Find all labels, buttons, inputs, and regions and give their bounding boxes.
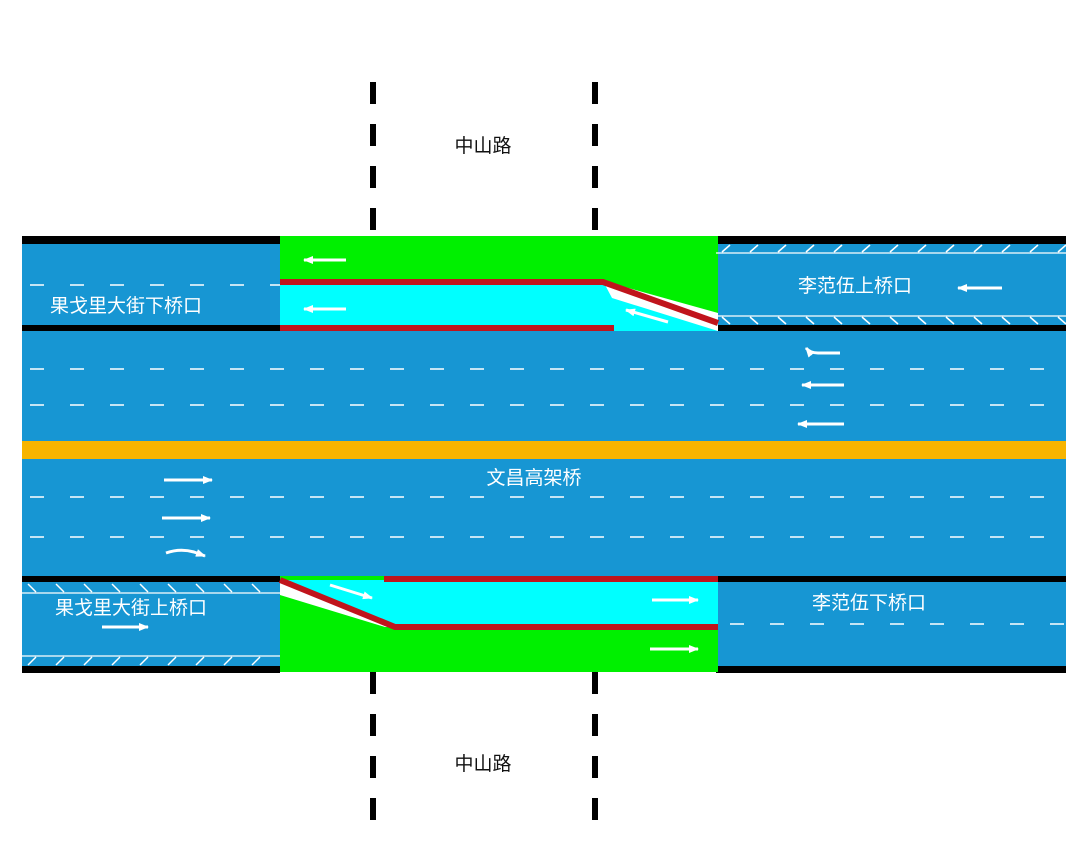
central-median [22, 441, 1066, 459]
hatch-line [1001, 244, 1011, 253]
hatch-line [55, 656, 65, 666]
hatch-line [1057, 316, 1067, 325]
south-ramp-zone [278, 576, 718, 672]
hatch-line [223, 656, 233, 666]
north-road-label: 中山路 [454, 135, 511, 157]
hatch-line [27, 656, 37, 666]
nw-ramp-label: 果戈里大街下桥口 [50, 295, 202, 317]
hatch-line [973, 316, 983, 325]
hatch-line [251, 583, 261, 593]
hatch-line [945, 316, 955, 325]
hatch-line [777, 244, 787, 253]
hatch-line [1001, 316, 1011, 325]
lane-markings [30, 284, 1066, 625]
se-ramp-label: 李范伍下桥口 [812, 592, 926, 614]
hatch-line [167, 656, 177, 666]
hatch-line [749, 244, 759, 253]
arrow-left-icon [625, 308, 669, 324]
south-red-curb-lower [278, 577, 718, 630]
hatch-line [27, 583, 37, 593]
sw-ramp-divider [22, 576, 280, 582]
ne-ramp-label: 李范伍上桥口 [798, 275, 912, 297]
hatch-line [1029, 244, 1039, 253]
main-road-label: 文昌高架桥 [486, 467, 581, 489]
hatch-line [1057, 244, 1067, 253]
hatch-line [139, 583, 149, 593]
sw-ramp-label: 果戈里大街上桥口 [55, 597, 207, 619]
bottom-edge-right [716, 666, 1066, 673]
bottom-edge-left [22, 666, 280, 673]
hatch-line [83, 583, 93, 593]
hatch-line [805, 316, 815, 325]
hatch-line [139, 656, 149, 666]
nw-ramp-divider [22, 325, 280, 331]
top-edge-left [22, 236, 280, 244]
hatch-line [805, 244, 815, 253]
hatch-line [945, 244, 955, 253]
shoulder-hatching [27, 244, 1067, 666]
hatch-line [973, 244, 983, 253]
south-aux-lane [280, 580, 718, 627]
hatch-line [917, 316, 927, 325]
hatch-line [223, 583, 233, 593]
se-ramp-divider [716, 576, 1066, 582]
hatch-line [1029, 316, 1039, 325]
direction-arrows [102, 256, 1002, 653]
hatch-line [861, 316, 871, 325]
hatch-line [721, 316, 731, 325]
curve-arrow-icon [804, 347, 840, 358]
hatch-line [917, 244, 927, 253]
hatch-line [111, 656, 121, 666]
hatch-line [833, 316, 843, 325]
curve-arrow-icon [165, 548, 206, 558]
arrow-right-icon [329, 583, 373, 600]
hatch-line [251, 656, 261, 666]
hatch-line [721, 244, 731, 253]
hatch-line [55, 583, 65, 593]
north-aux-lane [280, 285, 718, 331]
hatch-line [167, 583, 177, 593]
hatch-line [889, 316, 899, 325]
hatch-line [195, 583, 205, 593]
north-red-curb-upper [280, 279, 720, 326]
hatch-line [777, 316, 787, 325]
hatch-line [861, 244, 871, 253]
hatch-line [111, 583, 121, 593]
road-edges [22, 236, 1066, 673]
hatch-line [833, 244, 843, 253]
hatch-line [83, 656, 93, 666]
south-road-label: 中山路 [454, 753, 511, 775]
hatch-line [195, 656, 205, 666]
top-edge-right [716, 236, 1066, 244]
hatch-line [889, 244, 899, 253]
ne-ramp-divider [716, 325, 1066, 331]
hatch-line [749, 316, 759, 325]
cross-road-edges [370, 82, 598, 830]
